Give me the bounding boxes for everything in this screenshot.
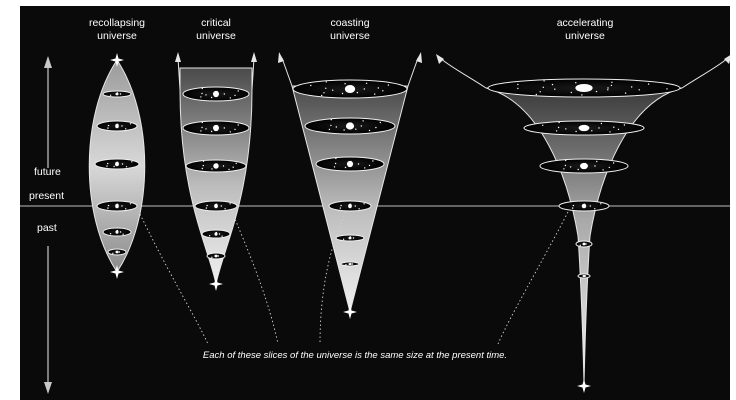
universe-slice — [292, 79, 408, 99]
big-bang-flash-icon — [209, 277, 223, 291]
universe-slice — [102, 90, 132, 98]
universe-slice — [577, 273, 591, 279]
universe-slice — [523, 120, 645, 136]
recollapsing-title-1: recollapsing — [89, 17, 145, 29]
universe-slice — [185, 159, 247, 173]
universe-slice — [182, 86, 250, 102]
universe-slice — [539, 158, 629, 174]
accelerating-title-2: universe — [565, 30, 605, 42]
recollapsing-title-2: universe — [97, 30, 137, 42]
universe-expansion-diagram: future present past recollapsing univers… — [20, 6, 730, 400]
coasting-title-2: universe — [330, 30, 370, 42]
coasting-slices — [292, 79, 408, 267]
coasting-title-1: coasting — [330, 17, 369, 29]
critical-title-1: critical — [201, 17, 231, 29]
universe-slice — [328, 200, 372, 212]
big-bang-flash-icon — [577, 379, 591, 393]
pointer-lines — [139, 211, 569, 345]
caption: Each of these slices of the universe is … — [203, 350, 507, 361]
universe-slice — [102, 227, 132, 237]
universe-slice — [182, 120, 250, 136]
universe-slice — [304, 117, 396, 135]
future-label: future — [34, 166, 61, 178]
accelerating-slices — [487, 78, 681, 279]
critical-title-2: universe — [196, 30, 236, 42]
present-label: present — [29, 190, 64, 202]
universe-slice — [558, 200, 610, 212]
accelerating-title-1: accelerating — [557, 17, 614, 29]
universe-slice — [107, 248, 127, 256]
universe-slice — [201, 229, 231, 239]
big-bang-flash-icon — [343, 305, 357, 319]
universe-slice — [487, 78, 681, 98]
time-axis — [44, 56, 52, 394]
past-label: past — [37, 222, 57, 234]
universe-slice — [96, 120, 138, 132]
universe-slice — [315, 156, 385, 172]
big-crunch-flash-icon — [110, 53, 124, 67]
universe-slice — [96, 200, 138, 212]
universe-slice — [575, 240, 593, 248]
universe-slice — [206, 252, 226, 260]
recollapsing-slices — [94, 90, 140, 256]
critical-slices — [182, 86, 250, 260]
universe-slice — [340, 261, 360, 267]
universe-slice — [335, 234, 365, 242]
universe-slice — [194, 200, 238, 212]
big-bang-flash-icon — [110, 265, 124, 279]
universe-slice — [94, 158, 140, 170]
